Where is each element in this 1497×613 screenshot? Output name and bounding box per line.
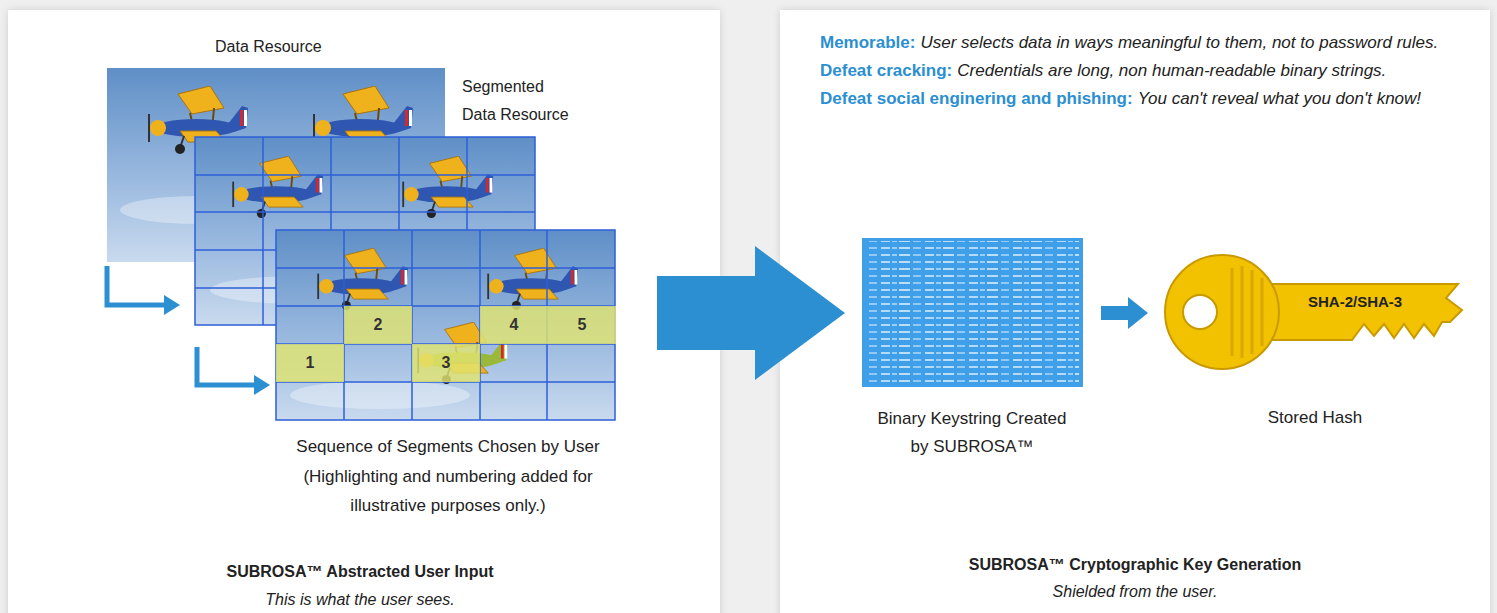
benefit-list: Memorable: User selects data in ways mean… [820, 29, 1460, 113]
biplane [488, 248, 578, 310]
panel-subtitle: Shielded from the user. [780, 582, 1490, 602]
keygen-panel: Memorable: User selects data in ways mean… [780, 10, 1490, 613]
hash-label: SHA-2/SHA-3 [1308, 292, 1418, 312]
benefit-item: Defeat social enginering and phishing: Yo… [820, 85, 1460, 113]
biplane [318, 248, 408, 310]
key-grooves [1232, 266, 1262, 358]
key-blade [1270, 284, 1462, 340]
benefit-heading: Defeat social enginering and phishing: [820, 89, 1133, 108]
caption-text: Sequence of Segments Chosen by User [248, 432, 648, 461]
keystring-caption: Binary Keystring Created by SUBROSA™ [872, 405, 1072, 461]
note-text: (Highlighting and numbering added for il… [273, 462, 623, 520]
highlighted-segment: 5 [548, 306, 616, 344]
keystring-bits [866, 241, 1079, 384]
benefit-text: User selects data in ways meaningful to … [920, 33, 1438, 52]
benefit-item: Defeat cracking: Credentials are long, no… [820, 57, 1460, 85]
flow-arrow [1101, 297, 1148, 329]
hash-caption: Stored Hash [1160, 406, 1470, 430]
key-bow [1165, 255, 1279, 369]
cloud [290, 381, 470, 409]
panel-title: SUBROSA™ Abstracted User Input [160, 562, 560, 582]
benefit-heading: Memorable: [820, 33, 915, 52]
highlighted-segment: 4 [480, 306, 548, 344]
callout-number: 3 [412, 344, 480, 382]
benefit-heading: Defeat cracking: [820, 61, 952, 80]
benefit-text: Credentials are long, non human-readable… [957, 61, 1386, 80]
step-arrow [107, 266, 166, 305]
highlighted-segment: 3 [412, 344, 480, 382]
sky-photo [276, 230, 615, 420]
key-hole [1183, 295, 1217, 329]
highlighted-segment: 2 [344, 306, 412, 344]
arrow-head [254, 375, 270, 395]
keystring-block [862, 238, 1083, 387]
benefit-item: Memorable: User selects data in ways mean… [820, 29, 1460, 57]
biplane [403, 156, 493, 218]
callout-number: 2 [344, 306, 412, 344]
arrow-head [164, 295, 180, 315]
input-panel: Data ResourceSegmented Data ResourceSequ… [8, 10, 720, 613]
callout-number: 4 [480, 306, 548, 344]
panel-subtitle: This is what the user sees. [160, 590, 560, 610]
callout-number: 5 [548, 306, 616, 344]
highlighted-segment: 1 [276, 344, 344, 382]
callout-number: 1 [276, 344, 344, 382]
resource-label: Data Resource [215, 33, 415, 61]
panel-title: SUBROSA™ Cryptographic Key Generation [780, 555, 1490, 575]
keystring-box: Binary Keystring Created by SUBROSA™ [862, 238, 1083, 463]
resource-label: Segmented Data Resource [462, 73, 576, 129]
hash-key: SHA-2/SHA-3Stored Hash [1160, 250, 1470, 440]
biplane [233, 156, 323, 218]
step-arrow [197, 347, 256, 385]
flow-arrow [657, 246, 845, 380]
segment-grid [276, 230, 615, 420]
benefit-text: You can't reveal what you don't know! [1138, 89, 1421, 108]
